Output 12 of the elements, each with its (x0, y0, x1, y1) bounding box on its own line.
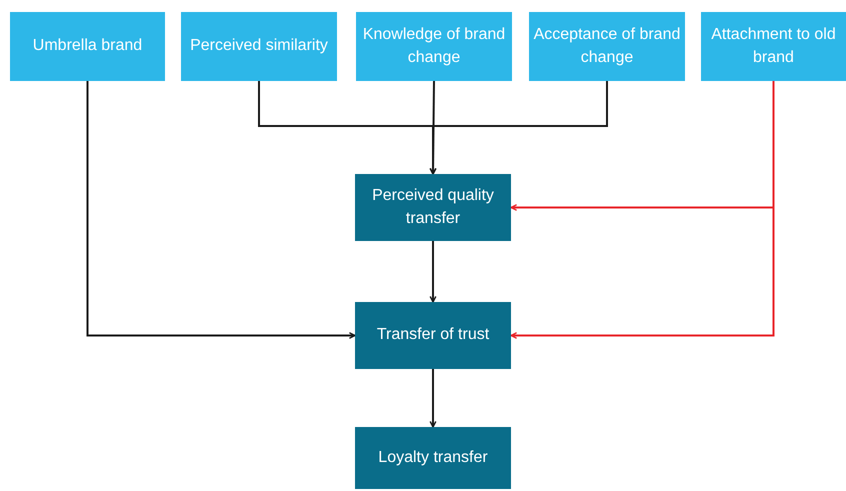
arrow (430, 369, 436, 428)
factor-box: Attachment to old brand (701, 12, 846, 81)
outcome-box: Perceived quality transfer (355, 174, 511, 241)
arrow (430, 241, 436, 303)
factor-box: Umbrella brand (10, 12, 165, 81)
arrow (430, 81, 608, 175)
factor-box: Knowledge of brand change (356, 12, 512, 81)
factor-box: Acceptance of brand change (529, 12, 685, 81)
outcome-box: Transfer of trust (355, 302, 511, 369)
factor-box: Perceived similarity (181, 12, 337, 81)
outcome-box: Loyalty transfer (355, 427, 511, 489)
arrow (86, 81, 356, 339)
